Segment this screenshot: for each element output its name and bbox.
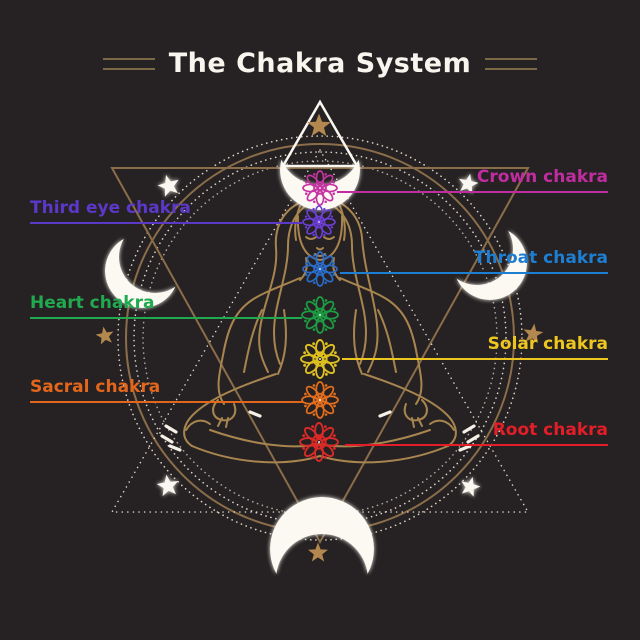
sacral-chakra-label-text: Sacral chakra (30, 377, 161, 397)
sacral-chakra-symbol (301, 381, 339, 419)
crown-chakra-label-text: Crown chakra (476, 167, 608, 187)
crescent-moon-bottom-icon (270, 497, 374, 601)
page-title: The Chakra System (168, 48, 472, 79)
solar-chakra-symbol (300, 339, 340, 379)
third-eye-chakra-label: Third eye chakra (30, 196, 302, 224)
third-eye-chakra-label-text: Third eye chakra (30, 198, 191, 218)
figure-highlights (160, 410, 480, 452)
crescent-moon-right-icon (453, 226, 527, 300)
heart-chakra-label: Heart chakra (30, 291, 302, 319)
gold-star-icon (94, 325, 116, 346)
root-chakra-symbol (299, 422, 339, 462)
sacral-chakra-label: Sacral chakra (30, 375, 303, 403)
crescent-moon-top-icon (280, 130, 360, 210)
root-chakra-label-text: Root chakra (492, 420, 608, 440)
white-star-icon (155, 473, 181, 497)
dotted-triangle-icon (110, 148, 530, 513)
chakra-symbols (299, 170, 340, 462)
heart-chakra-symbol (301, 296, 339, 334)
solar-chakra-label: Solar chakra (342, 332, 608, 360)
crown-chakra-label: Crown chakra (337, 165, 608, 193)
outer-dotted-circle (117, 135, 523, 541)
white-star-icon (458, 474, 483, 498)
throat-chakra-label: Throat chakra (340, 246, 608, 274)
crown-chakra-symbol (302, 170, 338, 206)
throat-chakra-symbol (302, 251, 338, 287)
throat-chakra-label-text: Throat chakra (473, 248, 608, 268)
title-rule-left (102, 57, 155, 70)
solar-chakra-label-text: Solar chakra (487, 334, 608, 354)
third-eye-chakra-symbol (302, 205, 336, 239)
title-rule-right (485, 57, 538, 70)
title-row: The Chakra System (0, 48, 640, 79)
heart-chakra-label-text: Heart chakra (30, 293, 155, 313)
innermost-dotted-circle (142, 160, 498, 516)
inner-dotted-circle (133, 151, 507, 525)
crescent-moon-left-icon (105, 234, 179, 308)
root-chakra-label: Root chakra (345, 418, 608, 446)
white-star-icon (155, 172, 182, 198)
